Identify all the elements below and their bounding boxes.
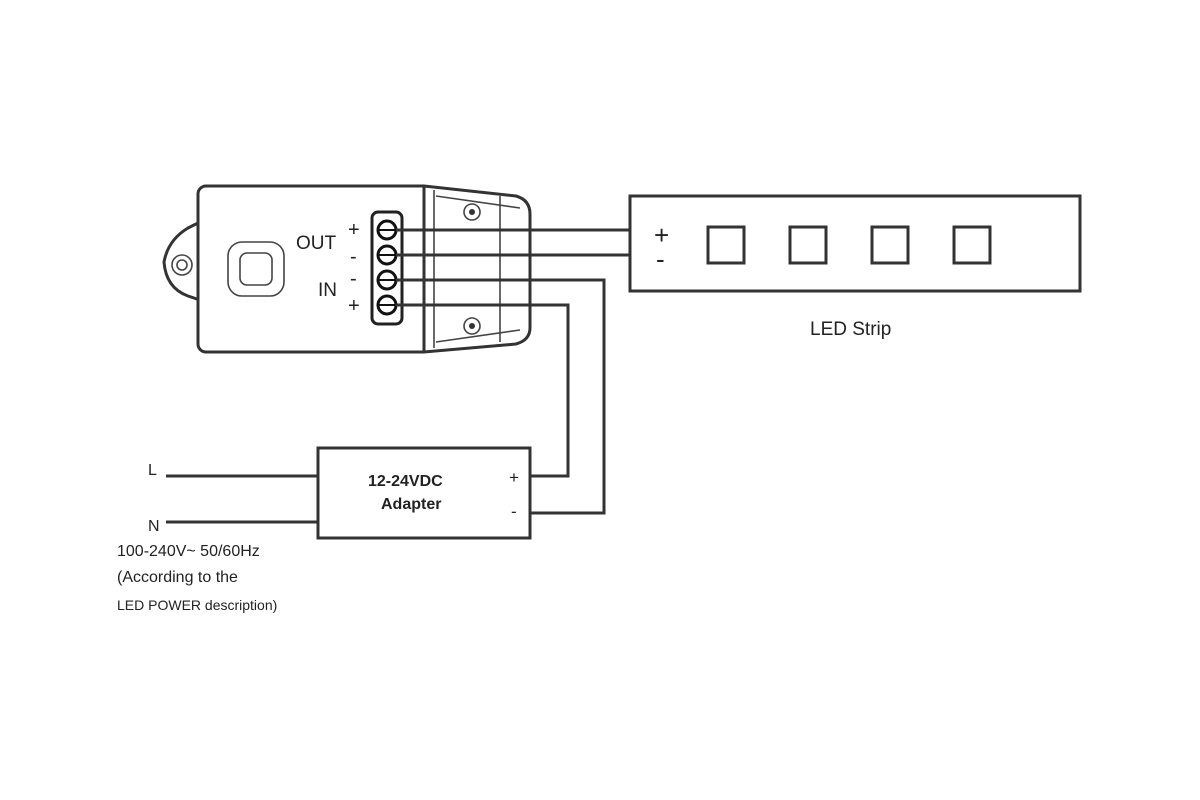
adapter: 12-24VDC Adapter + - (316, 446, 532, 540)
in-minus-sign: - (350, 268, 357, 290)
adapter-name-label: Adapter (381, 496, 441, 513)
adapter-plus-sign: + (509, 468, 519, 487)
mains-n-label: N (148, 518, 160, 535)
led-chip-icon (706, 225, 746, 265)
mounting-hole-icon (171, 254, 193, 276)
mains-voltage-text: 100-240V~ 50/60Hz (117, 543, 260, 560)
button-icon (239, 252, 273, 286)
mains-note-line1: (According to the (117, 569, 238, 586)
adapter-voltage-label: 12-24VDC (368, 473, 443, 490)
adapter-body (316, 446, 532, 540)
led-chip-icon (952, 225, 992, 265)
out-plus-sign: + (348, 219, 360, 241)
mains-input: L N 100-240V~ 50/60Hz (According to the … (117, 462, 277, 613)
in-label: IN (318, 280, 337, 301)
out-minus-sign: - (350, 246, 357, 268)
wires (166, 228, 650, 524)
mounting-ear (162, 219, 202, 303)
controller-button (227, 241, 285, 297)
adapter-minus-sign: - (511, 502, 517, 521)
out-label: OUT (296, 233, 337, 254)
terminal-housing (422, 184, 532, 354)
led-strip: + - LED Strip (628, 194, 1082, 340)
led-chip-icon (788, 225, 828, 265)
screw-top-icon (463, 203, 481, 221)
led-chip-icon (870, 225, 910, 265)
controller-device: OUT + - - IN + (162, 184, 532, 354)
strip-minus-sign: - (656, 244, 665, 274)
strip-plus-sign: + (654, 220, 669, 250)
led-strip-label: LED Strip (810, 319, 891, 340)
screw-bottom-icon (463, 317, 481, 335)
led-strip-body (628, 194, 1082, 293)
terminal-block (370, 210, 404, 326)
mains-note-line2: LED POWER description) (117, 597, 277, 613)
wire-in-minus (396, 278, 606, 515)
in-plus-sign: + (348, 295, 360, 317)
wire-in-plus (396, 303, 570, 478)
mains-l-label: L (148, 462, 157, 479)
